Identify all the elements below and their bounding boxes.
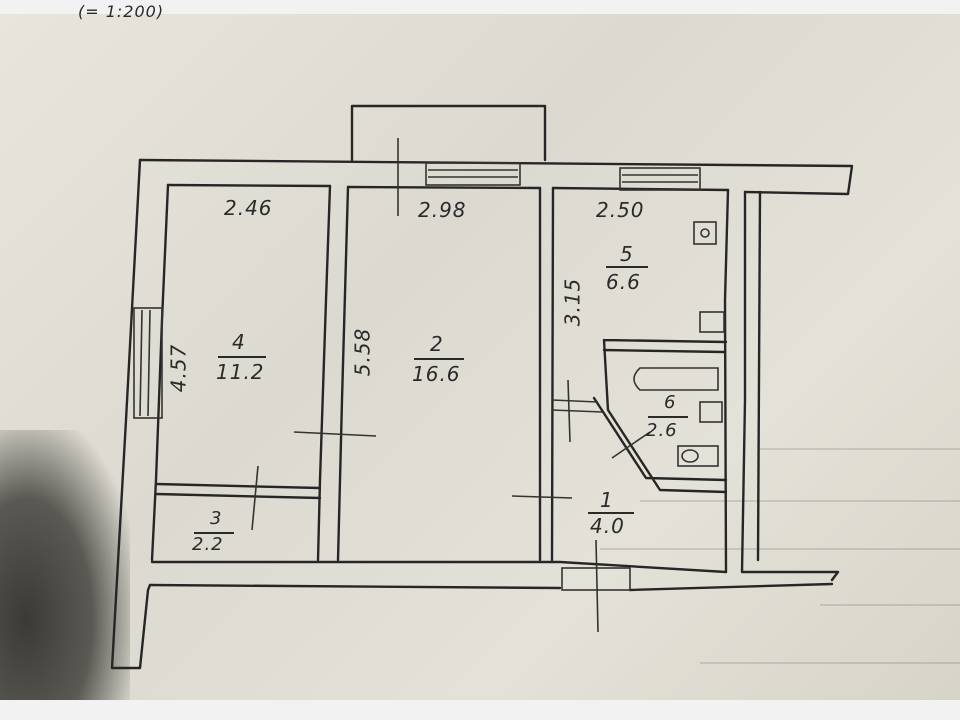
room-4-number: 4 [232, 330, 246, 354]
door-hall [511, 495, 573, 499]
outer-wall-bottom [148, 582, 834, 592]
bathroom-door-wall [551, 399, 599, 403]
bg-text-line [820, 604, 960, 606]
room-5-number: 5 [620, 242, 634, 266]
room-3-number: 3 [210, 508, 223, 529]
balcony [350, 104, 547, 162]
inner-wall-bottom [150, 560, 728, 574]
outer-wall-left [110, 158, 152, 670]
room-4-divider [218, 356, 266, 358]
stair-wall [756, 190, 762, 562]
room-5-divider [606, 266, 648, 268]
bg-text-line [640, 500, 960, 502]
room-1-divider [588, 512, 634, 514]
room-3-area: 2.2 [192, 534, 224, 555]
room-1-area: 4.0 [590, 514, 625, 538]
sink [699, 401, 723, 423]
room-2-width: 2.98 [418, 198, 467, 222]
entrance-door [595, 539, 599, 633]
toilet [677, 445, 719, 467]
room-5-width: 2.50 [596, 198, 645, 222]
room-4-width: 2.46 [224, 196, 273, 220]
bg-text-line [700, 662, 960, 664]
top-margin [0, 0, 960, 14]
room-2-length: 5.58 [350, 327, 375, 377]
kitchen-sink [699, 311, 725, 333]
door-closet-3 [251, 465, 259, 531]
partition-2-kitchen [538, 186, 555, 562]
room-5-length: 3.15 [560, 277, 585, 327]
room-2-divider [414, 358, 464, 360]
room-2-number: 2 [430, 332, 444, 356]
scale-note: (= 1:200) [78, 2, 165, 21]
bathroom-door [611, 431, 651, 459]
outer-wall-left-inner [150, 183, 170, 562]
room-5-area: 6.6 [606, 270, 641, 294]
photo-shadow [0, 430, 130, 700]
closet-3-walls [154, 478, 322, 562]
bg-text-line [760, 448, 960, 450]
stove [693, 221, 717, 245]
bottom-margin [0, 700, 960, 720]
room-6-area: 2.6 [646, 420, 678, 441]
bathroom-door-wall-2 [551, 409, 603, 413]
room-4-length: 4.57 [166, 343, 191, 393]
bg-text-line [600, 548, 960, 550]
room-4-area: 11.2 [216, 360, 265, 384]
bathtub [633, 367, 719, 391]
bathroom-walls [592, 338, 728, 494]
room-6-number: 6 [664, 392, 677, 413]
kitchen-right-wall [723, 188, 840, 582]
window-top-2 [619, 167, 701, 191]
room-1-number: 1 [600, 488, 614, 512]
door-kitchen [567, 379, 571, 443]
room-2-area: 16.6 [412, 362, 461, 386]
partition-4-2 [318, 184, 350, 562]
room-3-divider [194, 532, 234, 534]
window-top-1 [425, 162, 521, 186]
window-left [133, 307, 163, 419]
door-room-2 [293, 431, 377, 437]
room-6-divider [648, 416, 688, 418]
